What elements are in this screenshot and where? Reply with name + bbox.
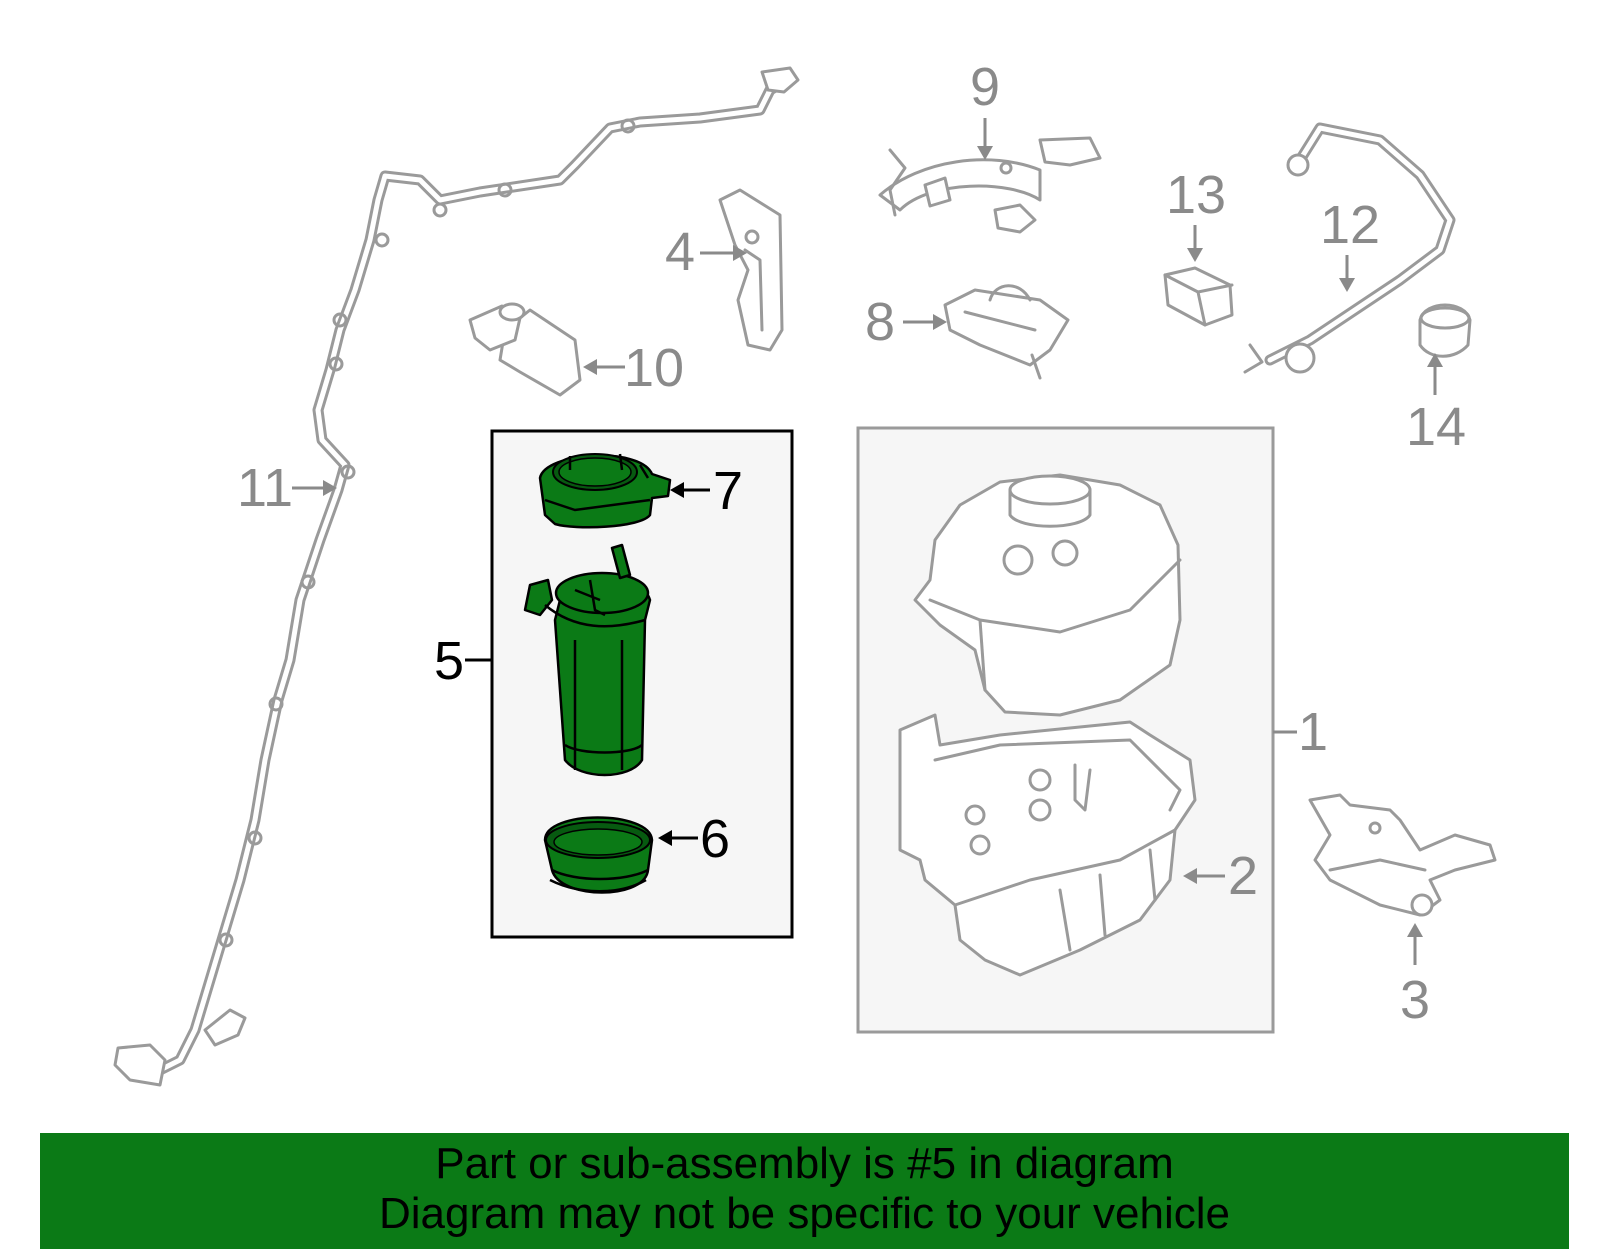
callout-3: 3 (1400, 970, 1430, 1030)
callout-6: 6 (700, 809, 730, 869)
callout-9: 9 (970, 57, 1000, 117)
part-7-lock-ring (538, 453, 672, 529)
callout-7: 7 (713, 461, 743, 521)
callout-2: 2 (1228, 846, 1258, 906)
parts-diagram: 9 4 10 8 13 12 14 11 1 2 3 7 5 6 (113, 57, 1497, 1087)
part-5-pump-module (523, 543, 652, 777)
group-box-5 (490, 429, 794, 939)
group-box-1 (856, 426, 1275, 1034)
callout-8: 8 (865, 292, 895, 352)
callout-11: 11 (237, 458, 293, 518)
callout-14: 14 (1406, 397, 1466, 457)
banner-line-2: Diagram may not be specific to your vehi… (378, 1189, 1231, 1238)
leaders-black (465, 482, 710, 846)
part-11-harness (113, 66, 800, 1087)
part-9-wiring (878, 136, 1102, 234)
callout-4: 4 (665, 222, 695, 282)
part-14-cap (1418, 303, 1472, 358)
leaders-grey (292, 118, 1443, 965)
callout-1: 1 (1298, 702, 1328, 762)
part-4-bracket (718, 188, 784, 352)
callout-10: 10 (624, 338, 684, 398)
part-8-valve (943, 284, 1070, 380)
part-6-seal (543, 816, 654, 894)
callout-5: 5 (434, 631, 464, 691)
callout-labels: 9 4 10 8 13 12 14 11 1 2 3 7 5 6 (237, 57, 1466, 1030)
part-12-vent-hose (1243, 122, 1456, 374)
part-10-filter (468, 302, 582, 397)
callout-12: 12 (1320, 195, 1380, 255)
callout-13: 13 (1166, 165, 1226, 225)
part-3-bracket (1308, 793, 1497, 917)
banner-line-1: Part or sub-assembly is #5 in diagram (435, 1139, 1174, 1188)
part-13-connector (1163, 266, 1234, 327)
info-banner: Part or sub-assembly is #5 in diagram Di… (40, 1133, 1569, 1249)
